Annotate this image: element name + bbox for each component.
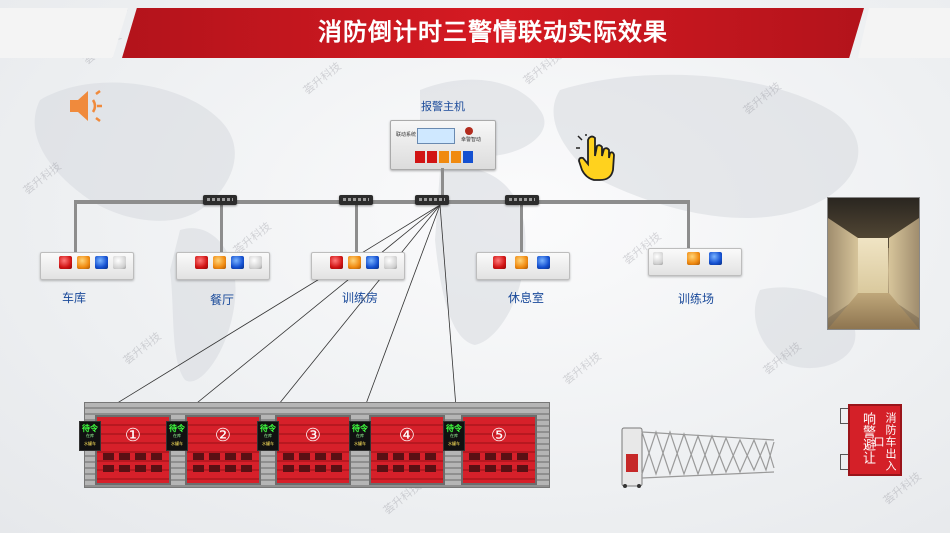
drop-line <box>520 204 523 252</box>
speaker-icon[interactable] <box>66 86 106 126</box>
rescue-alarm-button[interactable] <box>515 256 528 269</box>
fire-alarm-button[interactable] <box>493 256 506 269</box>
door-number: ④ <box>398 425 416 446</box>
fire-alarm-button[interactable] <box>195 256 208 269</box>
host-drop-line <box>441 168 444 200</box>
door-status-sign: 待令 在库 水罐车 <box>166 421 188 451</box>
alarm-host-label: 报警主机 <box>421 101 465 113</box>
service-alarm-button[interactable] <box>231 256 244 269</box>
network-switch-icon <box>505 195 539 205</box>
room-label-training-room: 训练房 <box>341 291 378 305</box>
fire-alarm-button[interactable] <box>59 256 72 269</box>
door-status-sign: 待令 在库 水罐车 <box>349 421 371 451</box>
rescue-alarm-button[interactable] <box>687 252 700 265</box>
cancel-button[interactable] <box>113 256 126 269</box>
service-alarm-button[interactable] <box>709 252 722 265</box>
rescue-alarm-button[interactable] <box>348 256 361 269</box>
exit-sign-text: 消防车出入口 <box>872 411 896 472</box>
drop-line <box>355 204 358 256</box>
door-status-sign: 待令 在库 水罐车 <box>443 421 465 451</box>
fire-station-garage: ① ② ③ ④ ⑤ 待令 在库 水罐车 待令 在库 水罐车 待令 在库 水罐车 … <box>79 402 550 488</box>
sign-bracket <box>840 454 849 470</box>
cancel-button[interactable] <box>384 256 397 269</box>
host-brand-label: 幸警智动 <box>461 137 482 143</box>
host-logo-icon <box>465 127 473 135</box>
room-panel-training-room <box>311 252 405 280</box>
room-panel-garage <box>40 252 134 280</box>
host-display <box>417 128 455 144</box>
title-banner <box>122 8 864 58</box>
network-bus <box>74 200 690 204</box>
banner-right-tab <box>858 8 950 58</box>
page-title: 消防倒计时三警情联动实际效果 <box>318 19 668 46</box>
host-button-red[interactable] <box>415 151 425 163</box>
sign-bracket <box>840 408 849 424</box>
door-number: ③ <box>304 425 322 446</box>
host-button-orange[interactable] <box>451 151 461 163</box>
garage-door: ③ <box>275 415 351 485</box>
door-status-sign: 待令 在库 水罐车 <box>257 421 279 451</box>
garage-door: ④ <box>369 415 445 485</box>
fire-truck-exit-sign: 消防车出入口 响警避让 <box>848 404 902 476</box>
host-button-red[interactable] <box>427 151 437 163</box>
exit-sign-warning: 响警避让 <box>861 412 876 464</box>
room-label-training-ground: 训练场 <box>677 292 714 306</box>
drop-line <box>74 200 77 256</box>
network-switch-icon <box>415 195 449 205</box>
network-switch-icon <box>339 195 373 205</box>
garage-door: ② <box>185 415 261 485</box>
room-label-garage: 车库 <box>61 291 86 305</box>
service-alarm-button[interactable] <box>537 256 550 269</box>
rescue-alarm-button[interactable] <box>77 256 90 269</box>
room-panel-lounge <box>476 252 570 280</box>
rescue-alarm-button[interactable] <box>213 256 226 269</box>
drop-line <box>687 200 690 248</box>
cancel-button[interactable] <box>653 252 663 265</box>
garage-door: ⑤ <box>461 415 537 485</box>
host-button-orange[interactable] <box>439 151 449 163</box>
cancel-button[interactable] <box>249 256 262 269</box>
service-alarm-button[interactable] <box>366 256 379 269</box>
door-number: ⑤ <box>490 425 508 446</box>
alarm-host-unit: 联动系统 幸警智动 <box>390 120 496 170</box>
retractable-gate <box>621 427 775 488</box>
room-panel-canteen <box>176 252 270 280</box>
room-panel-training-ground <box>648 248 742 276</box>
door-number: ① <box>124 425 142 446</box>
fire-alarm-button[interactable] <box>330 256 343 269</box>
hand-pointer-icon <box>576 134 615 181</box>
service-alarm-button[interactable] <box>95 256 108 269</box>
banner-left-tab <box>0 8 128 58</box>
network-switch-icon <box>203 195 237 205</box>
door-number: ② <box>214 425 232 446</box>
host-button-blue[interactable] <box>463 151 473 163</box>
drop-line <box>220 204 223 256</box>
room-label-canteen: 餐厅 <box>209 293 234 307</box>
door-status-sign: 待令 在库 水罐车 <box>79 421 101 451</box>
host-screen-label: 联动系统 <box>396 132 417 138</box>
corridor-photo <box>827 197 920 330</box>
room-label-lounge: 休息室 <box>507 291 544 305</box>
garage-door: ① <box>95 415 171 485</box>
